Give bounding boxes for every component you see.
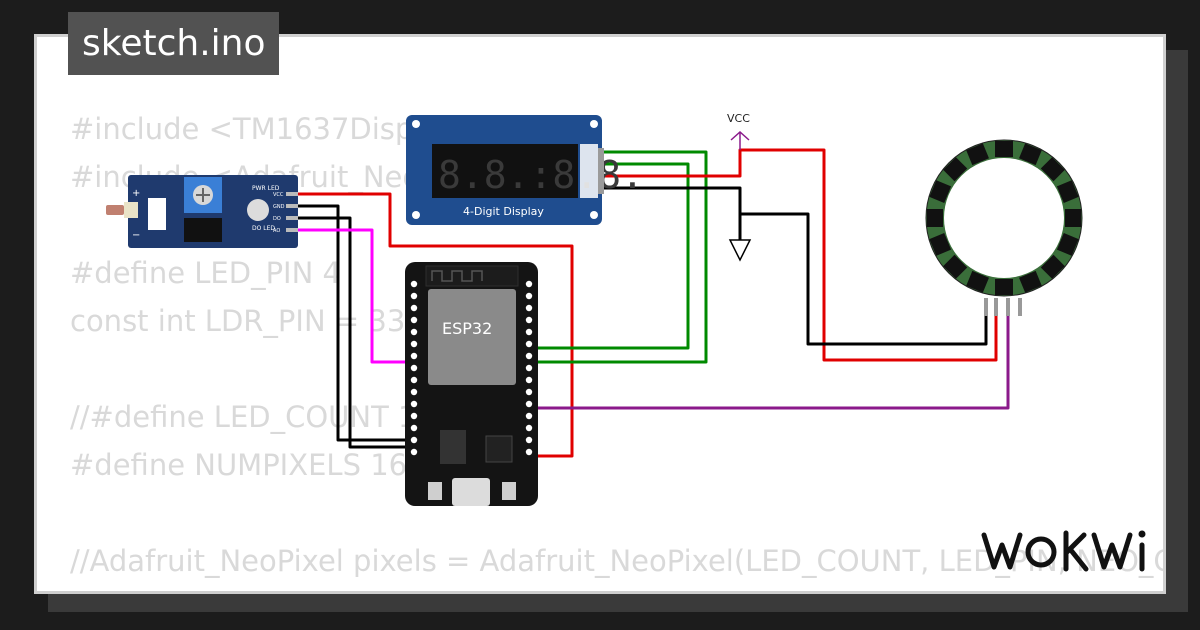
neopixel-led: [943, 157, 968, 182]
wokwi-logo: [981, 530, 1146, 572]
ldr-pin-gnd[interactable]: [286, 204, 298, 208]
wire-ldr-ao: [298, 228, 412, 364]
neopixel-led: [995, 141, 1013, 157]
neopixel-led: [966, 270, 989, 293]
reset-button[interactable]: [502, 482, 516, 500]
ldr-pin-vcc[interactable]: [286, 192, 298, 196]
esp32-pin-right[interactable]: [525, 316, 533, 324]
esp32-pin-left[interactable]: [410, 448, 418, 456]
esp32-board[interactable]: ESP32: [405, 262, 538, 506]
esp32-module-shield: [428, 289, 516, 385]
neopixel-led: [1040, 157, 1065, 182]
display-digits: 8.8.:8.8.: [438, 153, 644, 197]
esp32-pin-left[interactable]: [410, 364, 418, 372]
ldr-pin-label: GND: [273, 204, 285, 210]
ground-symbol: [728, 239, 752, 262]
wire-ldr-do: [298, 216, 412, 449]
usb-port: [452, 478, 490, 506]
ldr-pin-label: AO: [273, 228, 280, 234]
esp32-pin-right[interactable]: [525, 436, 533, 444]
code-line: #define NUMPIXELS 16: [70, 448, 408, 482]
neopixel-led: [1019, 270, 1042, 293]
neopixel-led: [927, 209, 943, 227]
ldr-minus-label: −: [132, 230, 140, 241]
display-label: 4-Digit Display: [463, 205, 544, 218]
photoresistor: [106, 205, 124, 215]
neopixel-led: [1040, 254, 1065, 279]
esp32-pin-right[interactable]: [525, 424, 533, 432]
wire-display-vcc: [602, 148, 998, 362]
esp32-pin-left[interactable]: [410, 352, 418, 360]
esp32-pin-left[interactable]: [410, 412, 418, 420]
code-line: #define LED_PIN 4: [70, 256, 341, 290]
esp32-label: ESP32: [442, 319, 492, 338]
esp32-pin-left[interactable]: [410, 292, 418, 300]
do-led-label: DO LED: [252, 225, 275, 232]
esp32-pin-left[interactable]: [410, 280, 418, 288]
esp32-pin-right[interactable]: [525, 448, 533, 456]
vcc-label: VCC: [727, 112, 750, 125]
esp32-pin-right[interactable]: [525, 352, 533, 360]
boot-button[interactable]: [428, 482, 442, 500]
esp32-pin-right[interactable]: [525, 280, 533, 288]
neopixel-led: [1056, 180, 1079, 203]
ldr-module[interactable]: + − PWR LED DO LED VCC GND DO AO: [106, 175, 298, 248]
esp32-pin-right[interactable]: [525, 340, 533, 348]
neopixel-led: [1065, 209, 1081, 227]
code-line: const int LDR_PIN = 33;: [70, 304, 416, 338]
wire-ring-gnd: [740, 212, 988, 346]
esp32-pin-left[interactable]: [410, 316, 418, 324]
seven-segment-display[interactable]: 8.8.:8.8. 4-Digit Display: [406, 115, 644, 225]
wire-ldr-gnd: [298, 204, 412, 442]
esp32-pin-left[interactable]: [410, 436, 418, 444]
esp32-pin-right[interactable]: [525, 304, 533, 312]
wire-ring-din: [530, 306, 1010, 410]
neopixel-led: [929, 180, 952, 203]
pwr-led-indicator: [247, 199, 269, 221]
esp32-pin-right[interactable]: [525, 292, 533, 300]
file-tab[interactable]: sketch.ino: [68, 12, 280, 75]
ldr-pin-ao[interactable]: [286, 228, 298, 232]
ldr-plus-label: +: [132, 188, 140, 199]
neopixel-led: [929, 233, 952, 256]
wire-ldr-vcc: [298, 192, 574, 458]
neopixel-led: [943, 254, 968, 279]
esp32-pin-left[interactable]: [410, 400, 418, 408]
esp32-pin-left[interactable]: [410, 304, 418, 312]
esp32-pin-right[interactable]: [525, 412, 533, 420]
esp32-pin-right[interactable]: [525, 376, 533, 384]
esp32-pin-left[interactable]: [410, 388, 418, 396]
esp32-pin-left[interactable]: [410, 328, 418, 336]
esp32-pin-left[interactable]: [410, 376, 418, 384]
esp32-pin-left[interactable]: [410, 424, 418, 432]
wire-display-gnd: [602, 186, 742, 240]
neopixel-led: [966, 143, 989, 166]
ldr-pin-label: VCC: [273, 192, 284, 198]
neopixel-led: [1056, 233, 1079, 256]
wire-display-clk: [530, 150, 708, 364]
esp32-pin-right[interactable]: [525, 388, 533, 396]
esp32-pin-left[interactable]: [410, 340, 418, 348]
vcc-symbol: VCC: [727, 112, 750, 141]
ldr-pin-do[interactable]: [286, 216, 298, 220]
pwr-led-label: PWR LED: [252, 185, 280, 192]
neopixel-led: [995, 279, 1013, 295]
neopixel-ring[interactable]: [925, 139, 1083, 316]
neopixel-led: [1019, 143, 1042, 166]
esp32-pin-right[interactable]: [525, 328, 533, 336]
code-line: //Adafruit_NeoPixel pixels = Adafruit_Ne…: [70, 544, 1163, 578]
wire-display-dio: [530, 162, 690, 350]
esp32-pin-right[interactable]: [525, 400, 533, 408]
esp32-pin-right[interactable]: [525, 364, 533, 372]
ldr-pin-label: DO: [273, 216, 281, 222]
